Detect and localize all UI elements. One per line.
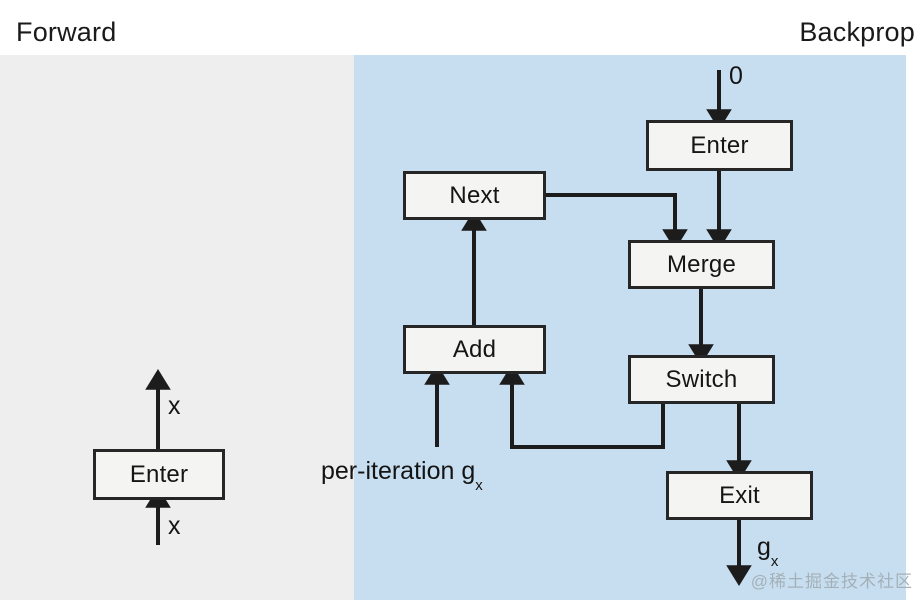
label-backprop-output-gx: gx — [757, 533, 778, 570]
node-forward-enter[interactable]: Enter — [93, 449, 225, 500]
label-backprop-zero: 0 — [729, 62, 743, 90]
node-backprop-merge[interactable]: Merge — [628, 240, 775, 289]
node-backprop-next[interactable]: Next — [403, 171, 546, 220]
label-per-iteration-subscript: x — [475, 477, 483, 494]
label-per-iteration-gx: per-iteration gx — [321, 457, 483, 494]
label-forward-output-x: x — [168, 392, 181, 420]
node-backprop-enter[interactable]: Enter — [646, 120, 793, 171]
node-backprop-switch[interactable]: Switch — [628, 355, 775, 404]
forward-panel — [0, 55, 354, 600]
watermark: @稀土掘金技术社区 — [750, 572, 913, 591]
label-forward-input-x: x — [168, 512, 181, 540]
forward-section-title: Forward — [16, 17, 117, 47]
node-backprop-exit[interactable]: Exit — [666, 471, 813, 520]
node-backprop-add[interactable]: Add — [403, 325, 546, 374]
label-backprop-output-subscript: x — [770, 553, 779, 570]
label-backprop-output-text: g — [757, 533, 771, 561]
label-per-iteration-text: per-iteration g — [321, 457, 476, 485]
backprop-section-title: Backprop — [799, 17, 915, 47]
